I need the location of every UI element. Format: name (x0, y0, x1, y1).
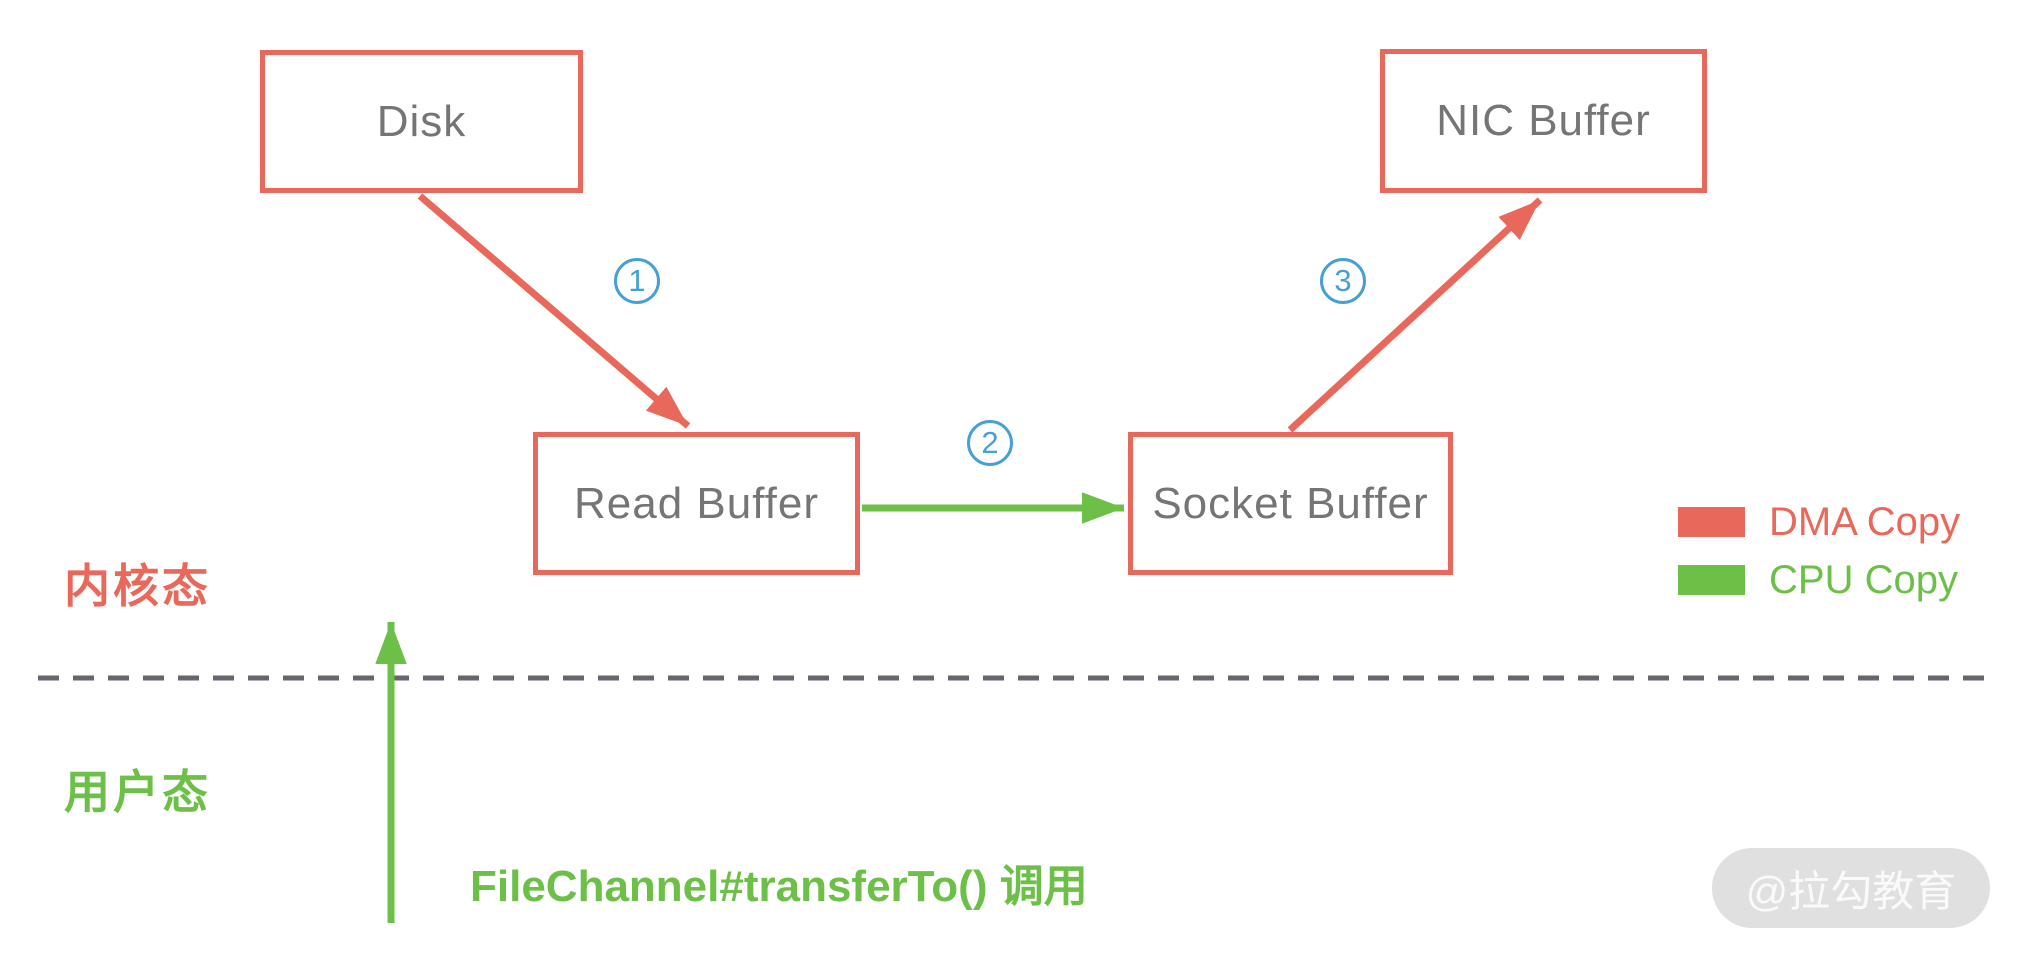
kernel-mode-label: 内核态 (64, 560, 211, 612)
step-2-number: 2 (981, 425, 999, 460)
dma-copy-legend-label: DMA Copy (1769, 499, 1961, 544)
step-3-number: 3 (1334, 263, 1352, 298)
cpu-copy-swatch (1678, 565, 1745, 595)
cpu-copy-legend-label: CPU Copy (1769, 557, 1958, 602)
legend-row-dma: DMA Copy (1678, 500, 1960, 544)
step-2-badge: 2 (967, 420, 1013, 466)
node-disk-label: Disk (376, 96, 467, 146)
edge-dma-disk-to-readbuffer (417, 193, 691, 429)
node-socket-buffer-label: Socket Buffer (1152, 478, 1429, 528)
user-mode-label: 用户态 (64, 766, 211, 818)
dma-copy-swatch (1678, 507, 1745, 537)
node-nic-buffer: NIC Buffer (1380, 49, 1707, 193)
step-1-badge: 1 (614, 258, 660, 304)
legend: DMA Copy CPU Copy (1678, 500, 1960, 622)
transferto-call-label: FileChannel#transferTo() 调用 (470, 862, 1088, 911)
step-1-number: 1 (628, 263, 646, 298)
node-socket-buffer: Socket Buffer (1128, 432, 1453, 575)
watermark-badge: @拉勾教育 (1712, 848, 1990, 928)
node-read-buffer: Read Buffer (533, 432, 860, 575)
edge-dma-socketbuffer-to-nicbuffer (1287, 197, 1543, 433)
step-3-badge: 3 (1320, 258, 1366, 304)
node-disk: Disk (260, 50, 583, 193)
legend-row-cpu: CPU Copy (1678, 558, 1960, 602)
node-read-buffer-label: Read Buffer (573, 478, 819, 528)
node-nic-buffer-label: NIC Buffer (1436, 96, 1651, 145)
